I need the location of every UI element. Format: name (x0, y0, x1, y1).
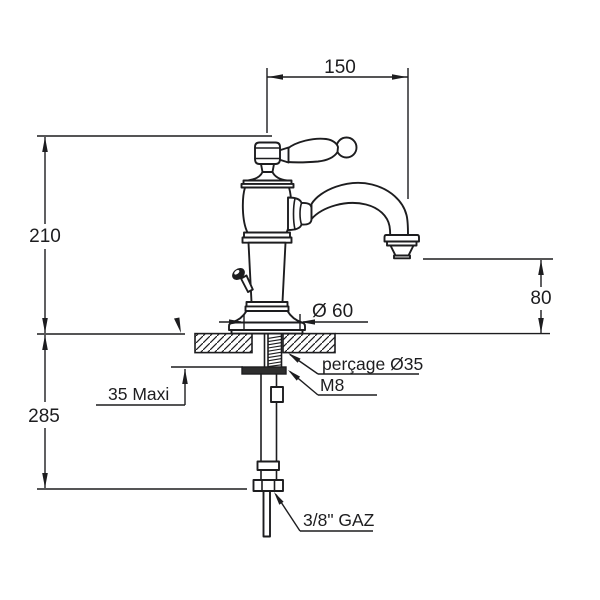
connector-profile-line (292, 197, 296, 231)
arrowhead-right (229, 319, 244, 325)
m8-nut (270, 386, 284, 403)
deck-hatch-left (194, 332, 253, 354)
arrowhead-down (42, 318, 48, 333)
dimension-spout-reach: 150 (266, 57, 409, 199)
dimension-base-diameter: Ø 60 (219, 301, 368, 330)
drill-hole-label: perçage Ø35 (322, 354, 423, 374)
dim-285-label: 285 (28, 406, 60, 427)
arrowhead-up (42, 137, 48, 152)
arrowhead-left (300, 319, 315, 325)
arrowhead-right (392, 74, 407, 80)
dim-210-label: 210 (29, 226, 61, 247)
dimension-spout-height: 80 (423, 258, 553, 333)
dim-80-label: 80 (530, 288, 551, 309)
arrowhead-deck (174, 317, 181, 333)
base-flange (228, 321, 306, 331)
cartridge-cap (254, 141, 281, 165)
thread-lines (267, 335, 282, 368)
body-column (247, 241, 287, 303)
connector-profile-line (299, 202, 303, 226)
handle-knob (335, 136, 358, 159)
arrowhead-down (42, 473, 48, 488)
arrowhead-left (268, 74, 283, 80)
spout-tube (310, 181, 409, 236)
arrowhead (288, 370, 301, 381)
deck-hatch-right (282, 332, 336, 354)
arrowhead-up (182, 369, 188, 384)
inlet-pipe (262, 490, 271, 538)
spout (287, 181, 420, 260)
dim-150-label: 150 (324, 57, 356, 78)
countertop-section (194, 332, 550, 354)
cap-neck (260, 163, 275, 173)
fixing-stud-label: M8 (320, 375, 344, 395)
dimension-height-below-deck: 285 (28, 335, 247, 490)
popup-rod-stem (240, 274, 254, 293)
upper-bell-collar (247, 171, 288, 182)
label-fixing-stud: M8 (288, 370, 377, 396)
body-barrel (241, 186, 293, 234)
dim-base-diameter-label: Ø 60 (312, 301, 353, 322)
arrowhead-down (538, 318, 544, 333)
aerator-nozzle (389, 244, 415, 257)
inlet-hex-nut (252, 479, 284, 492)
label-drill-hole: perçage Ø35 (288, 353, 423, 375)
aerator-collar (383, 234, 420, 243)
dimension-deck-thickness: 35 Maxi (96, 366, 243, 406)
inlet-connection-label: 3/8" GAZ (303, 510, 375, 530)
label-inlet-connection: 3/8" GAZ (274, 492, 375, 532)
fixing-washer (241, 366, 287, 375)
dim-35maxi-label: 35 Maxi (108, 384, 169, 404)
arrowhead (288, 353, 301, 363)
popup-rod-knob (232, 268, 245, 280)
popup-knob-highlight (234, 270, 240, 275)
mounting-assembly (241, 333, 287, 538)
handle-lever (286, 137, 339, 164)
dimension-height-above-deck: 210 (29, 135, 272, 335)
aerator-tip (393, 254, 411, 260)
tube-ferrule (256, 460, 280, 471)
base-flange-lip (230, 329, 304, 335)
arrowhead-up (538, 260, 544, 275)
arrowhead (274, 492, 284, 505)
arrowhead-up (42, 335, 48, 350)
base-bell (231, 310, 303, 324)
